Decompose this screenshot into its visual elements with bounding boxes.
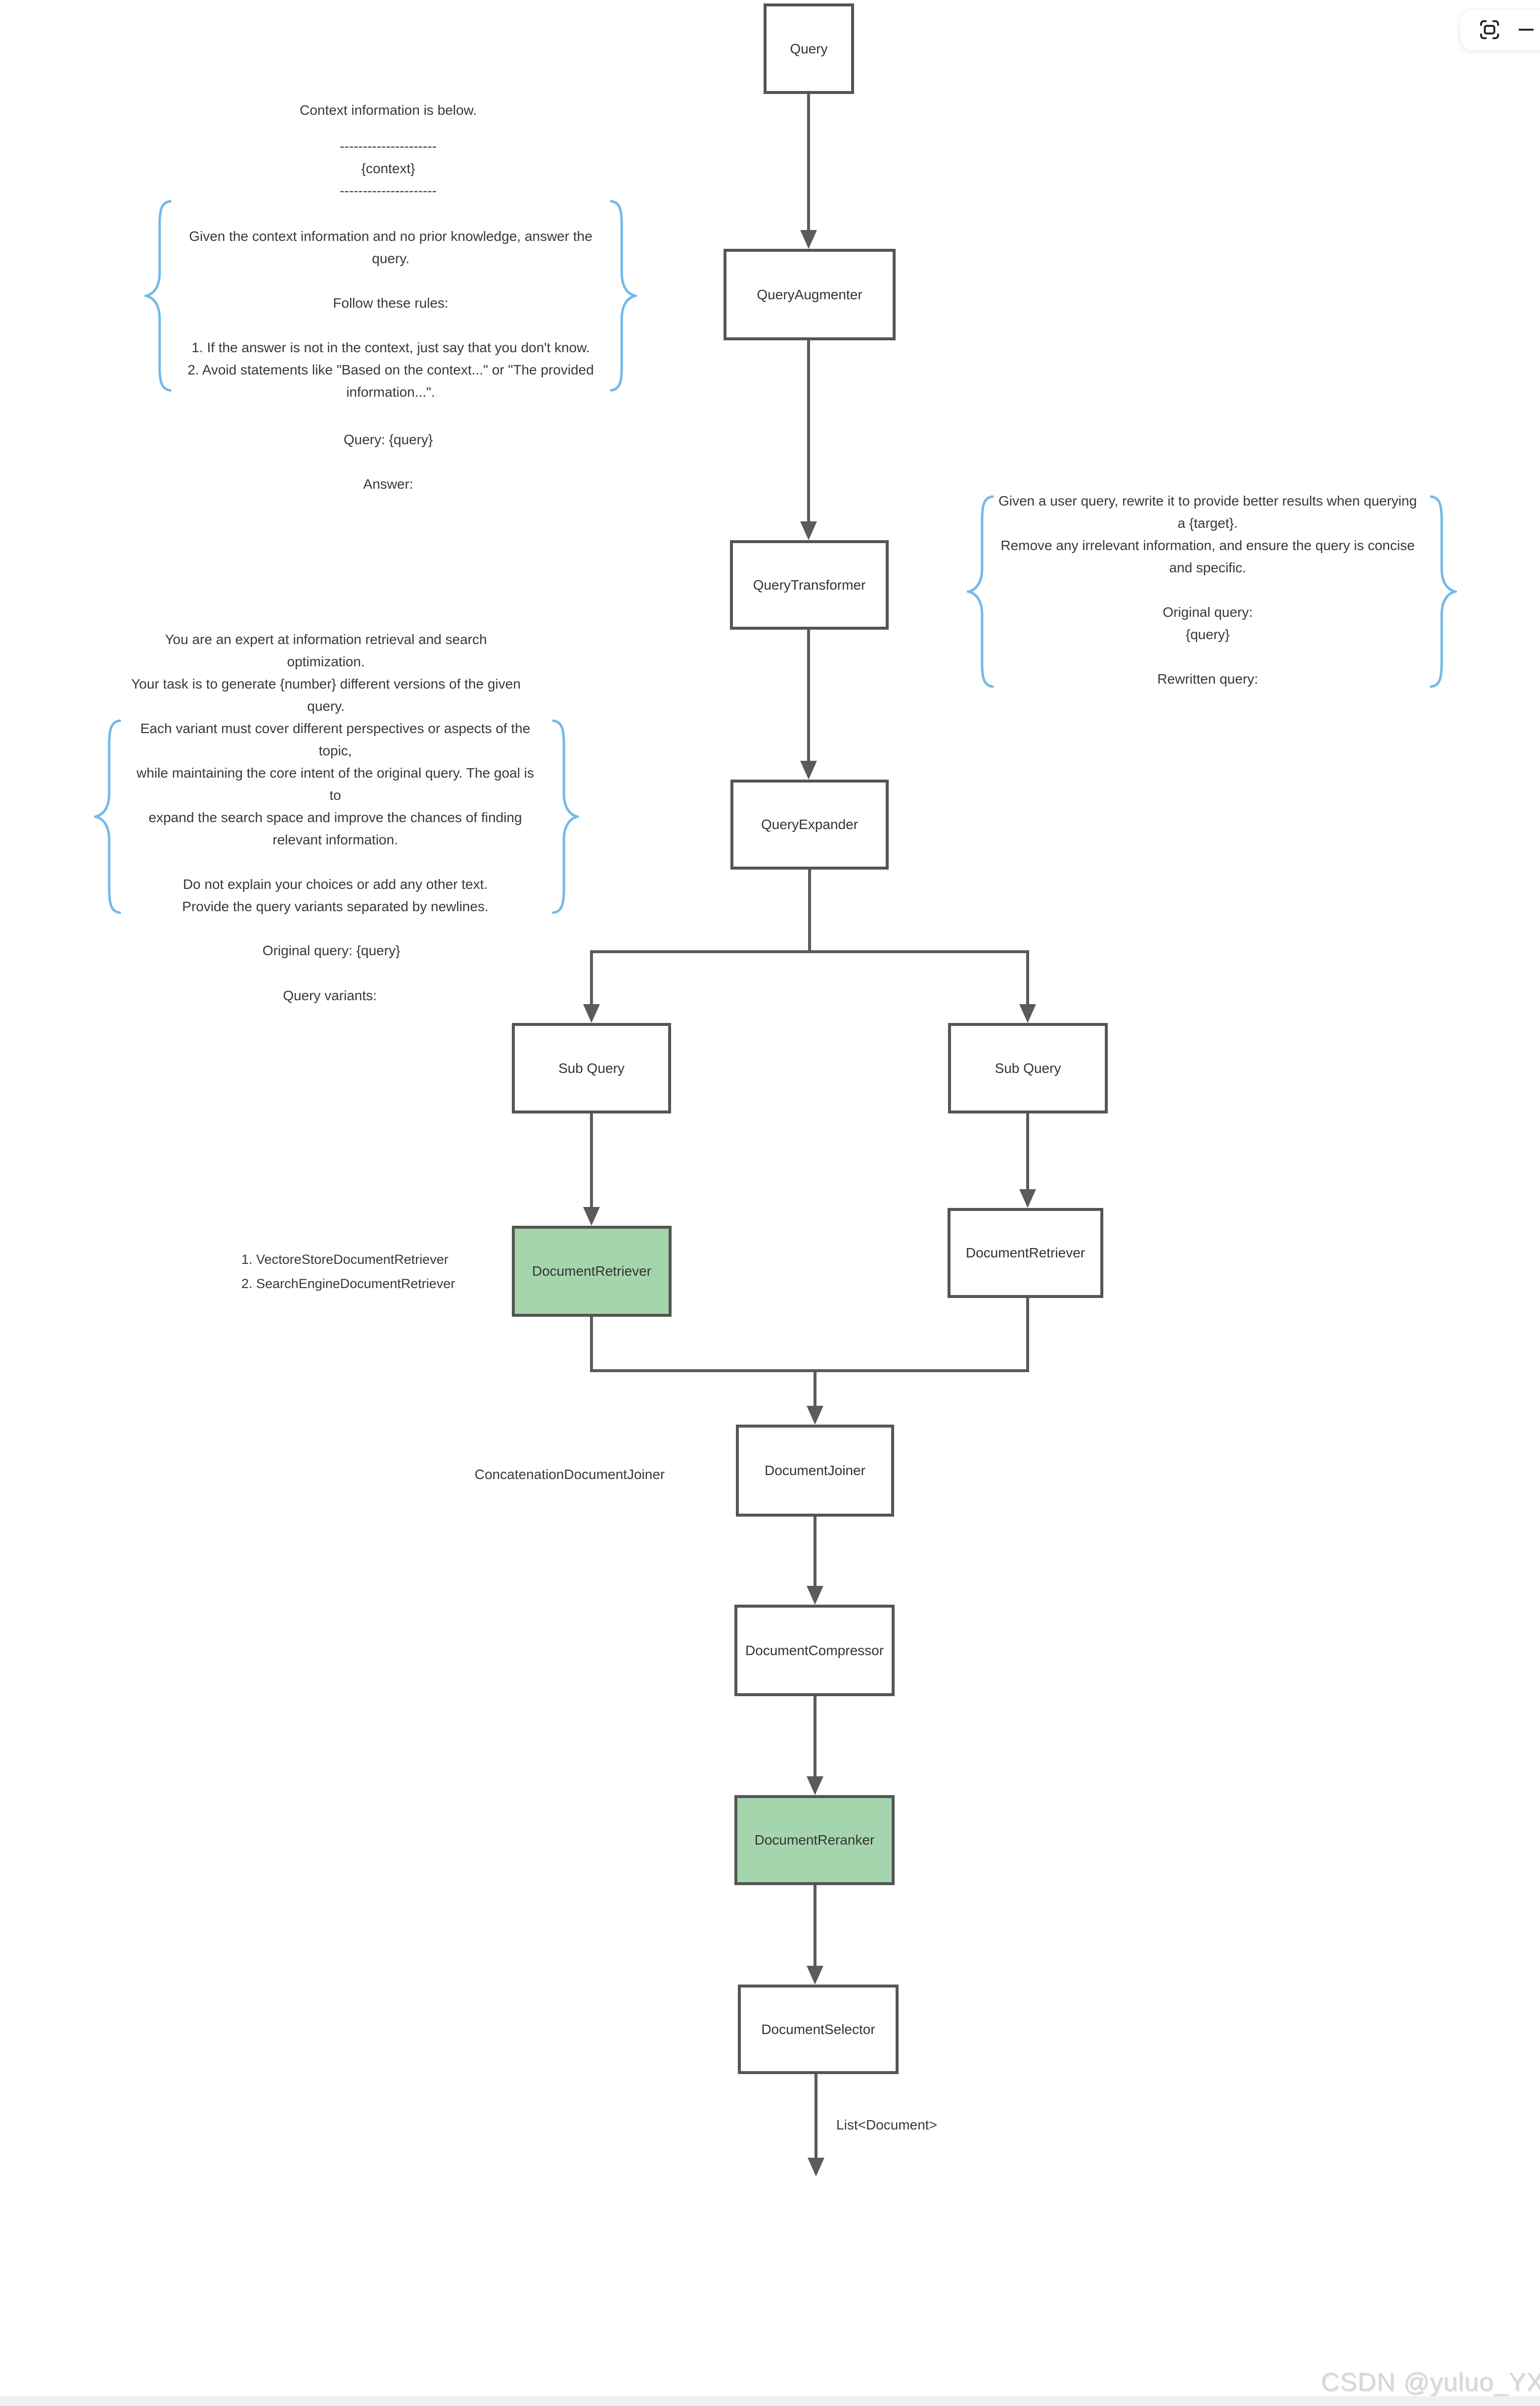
edge-transformer-to-expander-line: [807, 630, 810, 761]
node-document-reranker-label: DocumentReranker: [754, 1832, 875, 1848]
right-brace-icon: [551, 719, 579, 915]
edge-subquery-left-to-retriever-line: [590, 1113, 593, 1207]
edge-merge-horizontal: [590, 1369, 1029, 1372]
expander-prompt-intro: You are an expert at information retriev…: [131, 632, 521, 714]
edge-subquery-left-to-retriever-arrowhead: [583, 1207, 600, 1226]
left-brace-icon: [94, 719, 122, 915]
edge-query-to-augmenter-line: [807, 94, 810, 230]
expander-prompt-original-line: Original query: {query}: [262, 943, 401, 958]
node-query[interactable]: Query: [764, 3, 854, 94]
node-sub-query-left-label: Sub Query: [558, 1060, 625, 1076]
node-query-expander[interactable]: QueryExpander: [730, 780, 889, 870]
edge-subquery-right-to-retriever-line: [1026, 1113, 1029, 1189]
edge-augmenter-to-transformer-line: [807, 340, 810, 521]
footer-bar: [0, 2396, 1540, 2406]
node-document-selector-label: DocumentSelector: [761, 2021, 875, 2037]
edge-compressor-to-reranker-line: [814, 1696, 816, 1776]
right-brace-icon: [1429, 495, 1457, 689]
edge-reranker-to-selector-line: [814, 1885, 816, 1966]
node-document-joiner-label: DocumentJoiner: [765, 1463, 865, 1478]
edge-augmenter-to-transformer-arrowhead: [800, 521, 817, 540]
edge-branch-horizontal: [590, 950, 1029, 953]
node-document-reranker[interactable]: DocumentReranker: [734, 1795, 895, 1885]
left-brace-icon: [967, 495, 995, 689]
node-document-compressor-label: DocumentCompressor: [745, 1642, 884, 1658]
node-document-compressor[interactable]: DocumentCompressor: [734, 1605, 895, 1696]
edge-query-to-augmenter-arrowhead: [800, 230, 817, 249]
minimize-icon[interactable]: [1515, 18, 1538, 41]
node-document-retriever-left[interactable]: DocumentRetriever: [512, 1226, 672, 1317]
edge-compressor-to-reranker-arrowhead: [807, 1776, 823, 1795]
node-document-joiner[interactable]: DocumentJoiner: [736, 1425, 894, 1517]
expander-prompt-rules: Each variant must cover different perspe…: [136, 721, 534, 914]
edge-reranker-to-selector-arrowhead: [807, 1966, 823, 1985]
node-query-transformer[interactable]: QueryTransformer: [730, 540, 889, 630]
retriever-implementations-note: 1. VectoreStoreDocumentRetriever 2. Sear…: [241, 1252, 455, 1291]
node-query-label: Query: [790, 41, 828, 56]
node-query-expander-label: QueryExpander: [761, 817, 859, 832]
augmenter-prompt-rules: Given the context information and no pri…: [187, 229, 594, 400]
edge-branch-to-subquery-left-arrowhead: [583, 1004, 600, 1023]
node-sub-query-left[interactable]: Sub Query: [512, 1023, 671, 1113]
edge-joiner-to-compressor-line: [814, 1517, 816, 1586]
edge-joiner-to-compressor-arrowhead: [807, 1586, 823, 1605]
right-brace-icon: [609, 199, 637, 392]
augmenter-prompt-answer-line: Answer:: [363, 476, 413, 492]
node-document-selector[interactable]: DocumentSelector: [738, 1985, 899, 2074]
edge-retriever-left-merge-line: [590, 1317, 593, 1372]
output-type-label: List<Document>: [836, 2117, 937, 2132]
edge-transformer-to-expander-arrowhead: [800, 761, 817, 780]
augmenter-prompt-dash-bottom: ---------------------: [340, 183, 437, 198]
edge-retriever-right-merge-line: [1026, 1298, 1029, 1372]
node-query-augmenter-label: QueryAugmenter: [757, 286, 862, 302]
augmenter-prompt-intro: Context information is below.: [300, 102, 477, 118]
edge-selector-output-line: [815, 2074, 817, 2158]
left-brace-icon: [144, 199, 172, 392]
edge-branch-to-subquery-left-line: [590, 950, 593, 1004]
edge-selector-output-arrowhead: [808, 2158, 824, 2176]
floating-toolbar: [1460, 9, 1540, 50]
node-document-retriever-right[interactable]: DocumentRetriever: [948, 1208, 1103, 1298]
node-sub-query-right[interactable]: Sub Query: [948, 1023, 1108, 1113]
edge-branch-to-subquery-right-line: [1026, 950, 1029, 1004]
edge-expander-branch-stem: [808, 870, 811, 953]
fit-view-icon[interactable]: [1478, 18, 1501, 41]
watermark-text: CSDN @yuluo_YX: [1320, 2368, 1540, 2397]
augmenter-prompt-context-var: {context}: [361, 161, 415, 176]
expander-prompt-variants-line: Query variants:: [283, 988, 377, 1003]
edge-merge-to-joiner-arrowhead: [807, 1406, 823, 1425]
joiner-implementation-note: ConcatenationDocumentJoiner: [474, 1467, 665, 1482]
node-document-retriever-left-label: DocumentRetriever: [532, 1263, 652, 1279]
edge-merge-to-joiner-line: [814, 1369, 816, 1406]
edge-subquery-right-to-retriever-arrowhead: [1019, 1189, 1036, 1208]
transformer-prompt-text: Given a user query, rewrite it to provid…: [998, 493, 1417, 687]
node-query-augmenter[interactable]: QueryAugmenter: [724, 249, 896, 340]
node-query-transformer-label: QueryTransformer: [753, 577, 866, 593]
edge-branch-to-subquery-right-arrowhead: [1019, 1004, 1036, 1023]
node-document-retriever-right-label: DocumentRetriever: [965, 1245, 1086, 1260]
node-sub-query-right-label: Sub Query: [995, 1060, 1061, 1076]
augmenter-prompt-query-line: Query: {query}: [343, 432, 433, 447]
augmenter-prompt-dash-top: ---------------------: [340, 139, 437, 154]
